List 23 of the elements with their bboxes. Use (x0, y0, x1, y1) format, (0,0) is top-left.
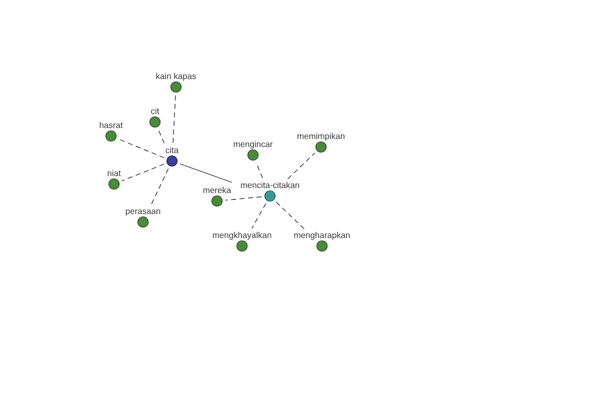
connector-line (225, 196, 262, 200)
node-label: cita (166, 146, 179, 154)
node-label: mereka (203, 186, 232, 194)
connector-line (180, 164, 232, 183)
node-label: perasaan (126, 209, 160, 216)
connector-line (256, 162, 263, 178)
connector-line (276, 202, 305, 230)
connector-line (172, 95, 176, 144)
node-label: mengincar (234, 140, 273, 149)
connector-line (151, 168, 169, 205)
node-label: mengharapkan (294, 232, 350, 240)
node-label: memimpikan (298, 132, 344, 141)
connector-line (122, 164, 164, 182)
node-label: niat (108, 170, 121, 176)
node-label: mencita-citakan (240, 182, 300, 188)
node-label: kain kapas (156, 72, 196, 81)
connector-line (158, 130, 165, 144)
node-label: hasrat (100, 122, 123, 128)
connector-line (252, 203, 266, 229)
node-label: cit (151, 108, 160, 114)
connector-line (118, 138, 164, 158)
node-label: mengkhayalkan (212, 232, 272, 240)
connector-line (287, 152, 316, 180)
